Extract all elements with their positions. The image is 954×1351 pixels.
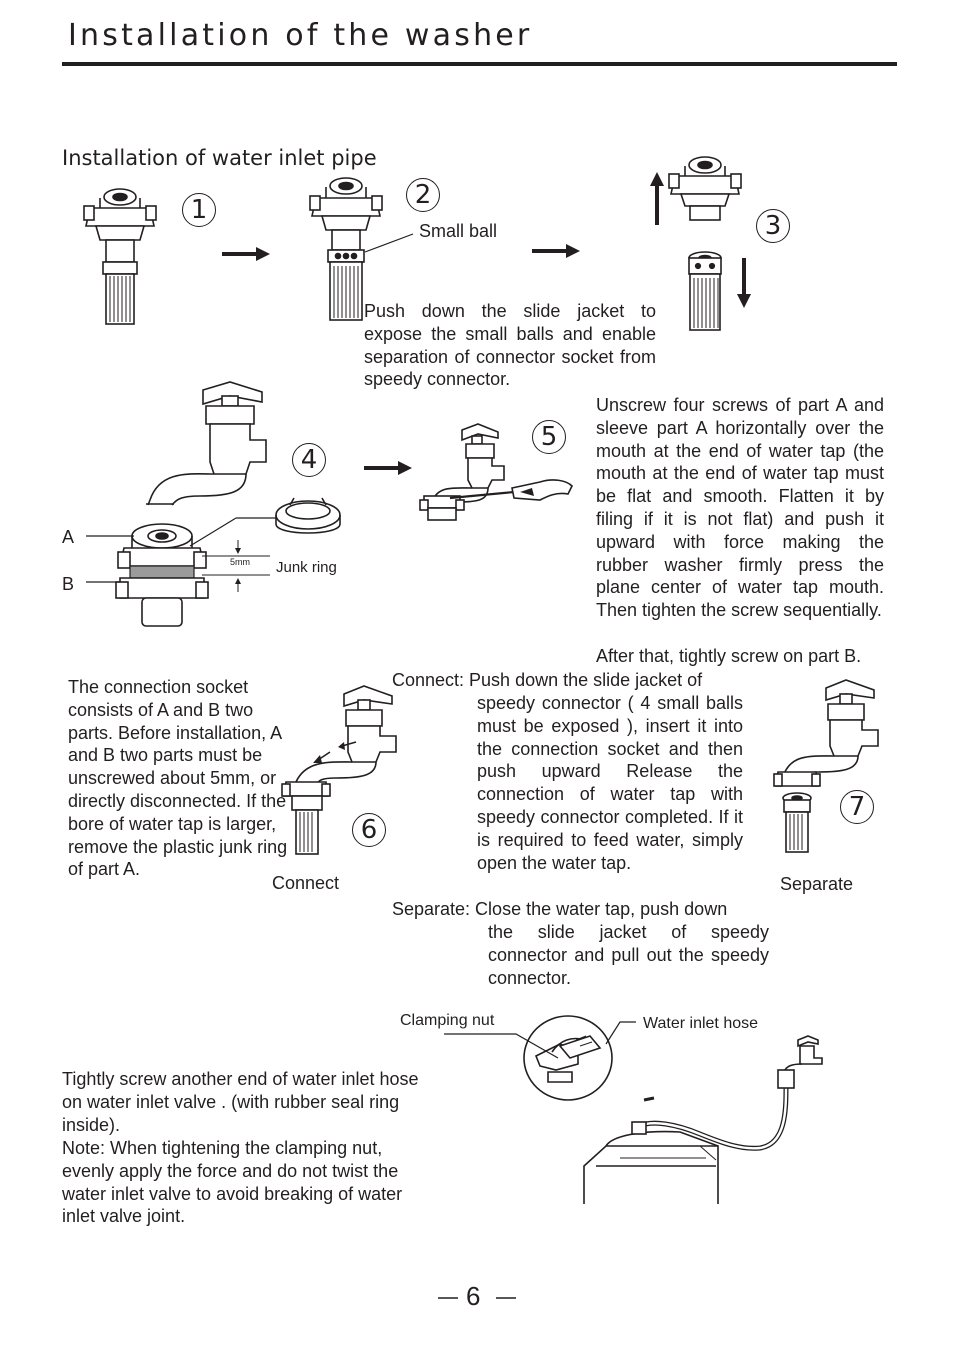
connect-instruction-rest: speedy connector ( 4 small balls must be…	[477, 693, 743, 873]
connector-illustration-2	[309, 177, 383, 321]
connect-instruction-first: Connect: Push down the slide jacket of	[392, 670, 703, 690]
washer-hose-illustration	[444, 1015, 823, 1204]
step-2-number: 2	[406, 178, 440, 212]
separate-instruction-first: Separate: Close the water tap, push down	[392, 899, 728, 919]
page-title: Installation of the washer	[68, 18, 533, 53]
title-rule	[62, 62, 897, 66]
connector-illustration-1	[83, 188, 157, 325]
tighten-note: Note: When tightening the clamping nut, …	[62, 1138, 403, 1227]
faucet-illustration-4	[146, 381, 267, 506]
clamping-nut-label: Clamping nut	[400, 1012, 495, 1029]
connection-socket-illustration	[115, 523, 209, 627]
step-6-number: 6	[352, 813, 386, 847]
part-a-label: A	[62, 527, 75, 547]
step-3-number: 3	[756, 209, 790, 243]
page-number: 6	[466, 1281, 481, 1311]
after-that-instruction: After that, tightly screw on part B.	[596, 646, 862, 666]
separate-instruction-rest: the slide jacket of speedy connector and…	[488, 922, 769, 988]
water-inlet-hose-label: Water inlet hose	[643, 1015, 759, 1032]
step-1-number: 1	[182, 193, 216, 227]
connector-illustration-3	[668, 156, 742, 331]
unscrew-instruction: Unscrew four screws of part A and sleeve…	[596, 395, 884, 621]
step-5-number: 5	[532, 420, 566, 454]
junk-ring-illustration	[275, 497, 341, 534]
tighten-instruction: Tightly screw another end of water inlet…	[62, 1069, 419, 1135]
faucet-illustration-5	[419, 423, 573, 521]
junk-ring-label: Junk ring	[276, 559, 337, 576]
small-ball-label: Small ball	[419, 221, 498, 241]
five-mm-label: 5mm	[230, 557, 250, 567]
separate-label: Separate	[780, 874, 854, 894]
part-b-label: B	[62, 574, 75, 594]
step-4-number: 4	[292, 443, 326, 477]
step-7-number: 7	[840, 790, 874, 824]
connection-socket-note: The connection socket consists of A and …	[68, 677, 288, 880]
connect-label: Connect	[272, 873, 340, 893]
faucet-illustration-6	[281, 685, 397, 855]
section-subtitle: Installation of water inlet pipe	[62, 146, 377, 170]
faucet-illustration-7	[773, 679, 879, 853]
push-down-instruction: Push down the slide jacket to expose the…	[364, 301, 656, 390]
